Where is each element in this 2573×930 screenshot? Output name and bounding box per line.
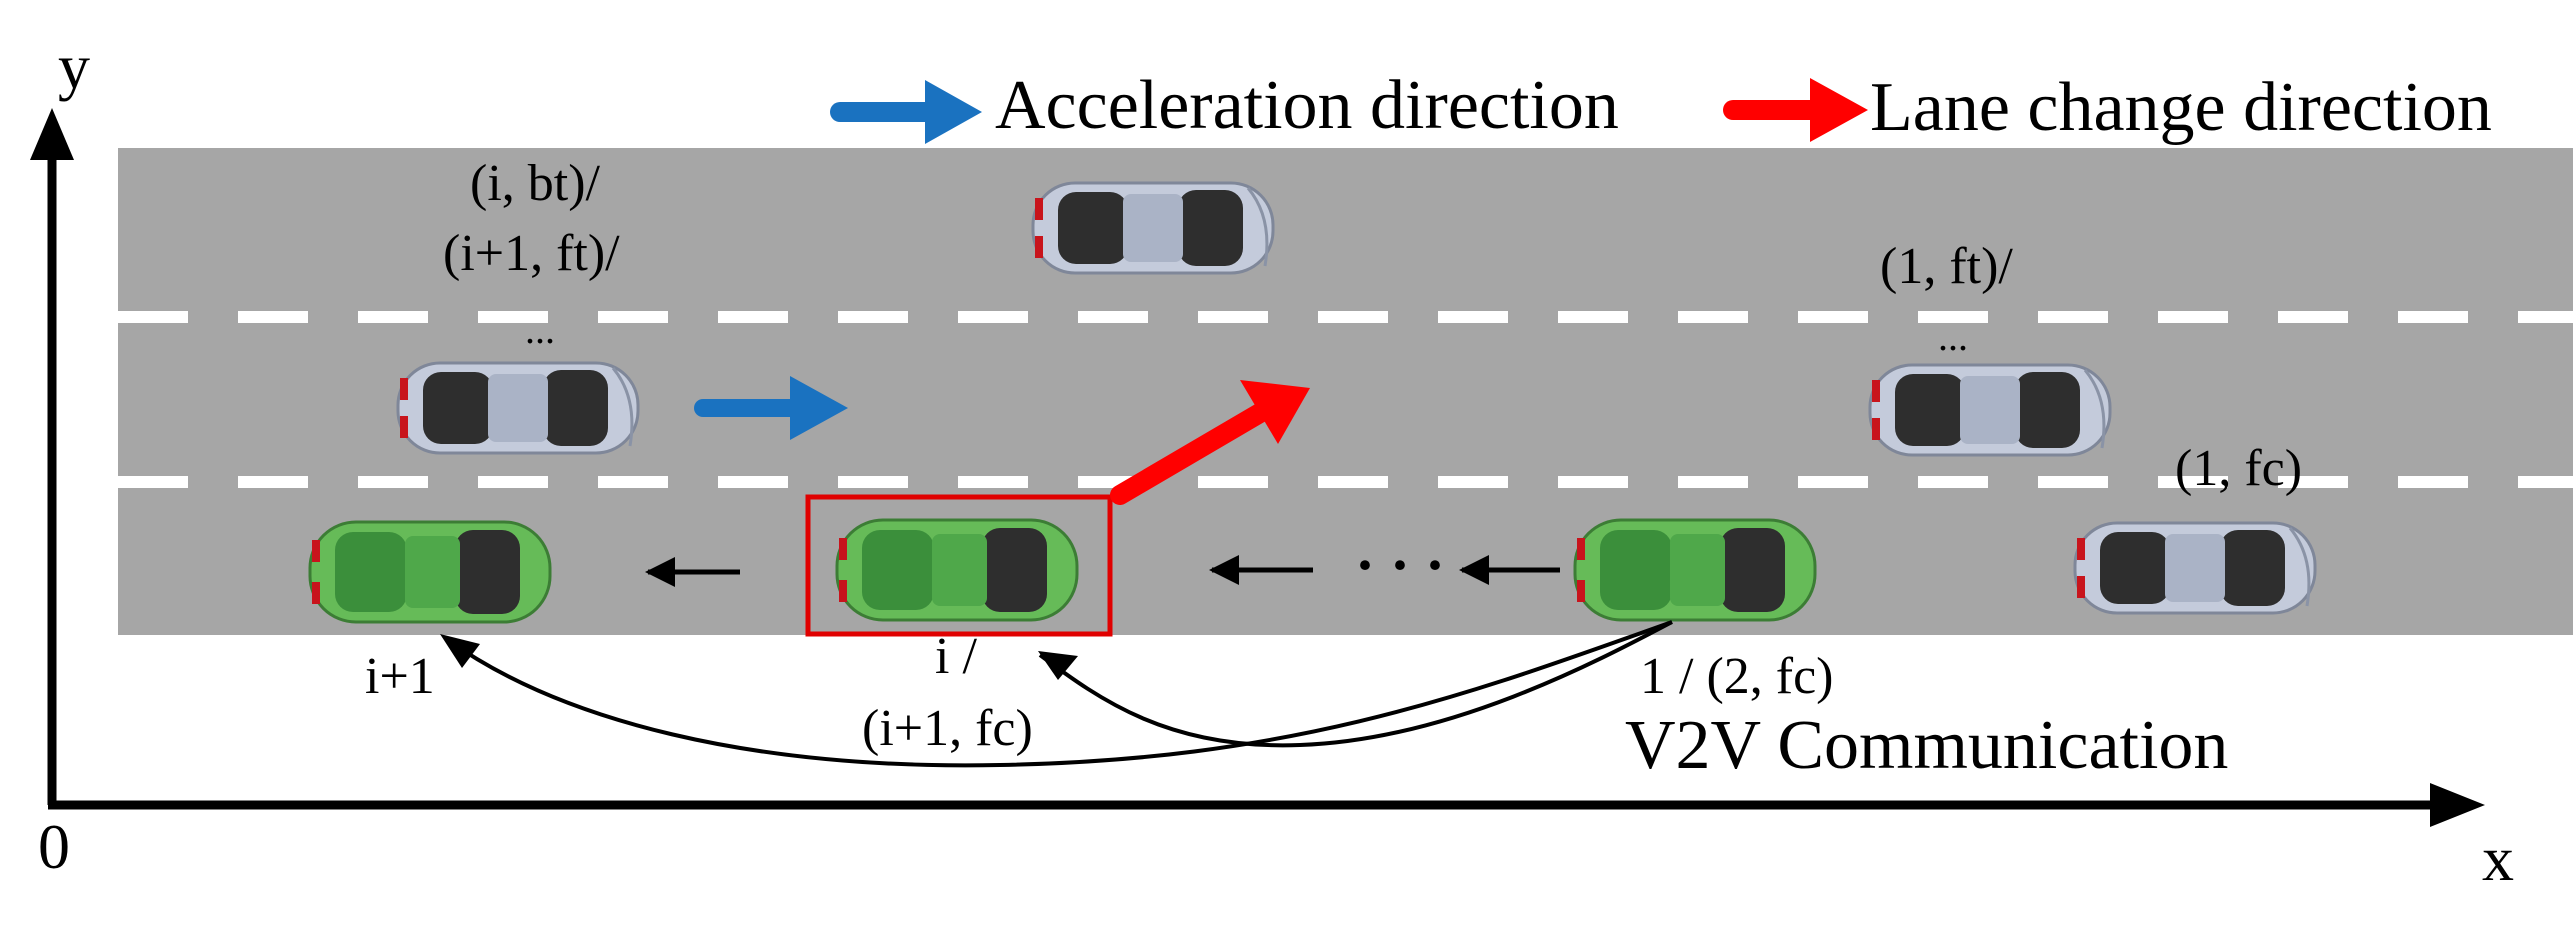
platoon-vehicle-leader <box>1573 518 1817 622</box>
ego-highlight-box <box>805 494 1113 637</box>
blue-arrow-icon <box>830 80 982 144</box>
label-front-top-dots: ... <box>1938 314 1968 359</box>
label-leader: 1 / (2, fc) <box>1640 648 1833 705</box>
label-follower: i+1 <box>365 648 435 705</box>
label-rear-top-1: (i, bt)/ <box>470 155 601 212</box>
coordinate-axes: y x 0 <box>30 31 2514 894</box>
v2v-arrowhead-follower <box>440 634 480 668</box>
acceleration-arrow <box>694 376 848 440</box>
y-axis-label: y <box>58 31 90 102</box>
label-ego-1: i / <box>935 628 977 685</box>
label-rear-top-2: (i+1, ft)/ <box>443 225 620 282</box>
label-front-current: (1, fc) <box>2175 440 2302 497</box>
x-axis-arrowhead <box>2430 783 2485 827</box>
vehicle-labels: (i, bt)/ (i+1, ft)/ ... (1, ft)/ ... (1,… <box>365 155 2302 757</box>
vehicle-top-lane <box>1031 181 1275 275</box>
platoon-ellipsis: · · · <box>1355 532 1445 598</box>
vehicle-front-current-lane <box>2073 521 2317 615</box>
v2v-communication-label: V2V Communication <box>1625 707 2228 784</box>
vehicle-rear-middle-lane <box>396 361 640 455</box>
following-arrows: · · · <box>645 532 1560 598</box>
v2v-link-to-ego <box>1038 620 1673 748</box>
lane-change-arrow <box>1110 380 1310 505</box>
label-rear-top-dots: ... <box>525 307 555 352</box>
vehicle-front-middle-lane <box>1868 363 2112 457</box>
platoon-vehicle-ego <box>835 518 1079 622</box>
v2v-links <box>440 620 1673 768</box>
origin-label: 0 <box>38 811 70 882</box>
platoon-vehicle-follower <box>308 520 552 624</box>
x-axis-label: x <box>2482 823 2514 894</box>
legend-acceleration-label: Acceleration direction <box>995 67 1619 144</box>
label-front-top-1: (1, ft)/ <box>1880 238 2013 295</box>
y-axis-arrowhead <box>30 108 74 160</box>
legend-lane-change-label: Lane change direction <box>1870 69 2492 146</box>
legend: Acceleration direction Lane change direc… <box>830 67 2492 146</box>
v2v-arrowhead-ego <box>1038 651 1078 680</box>
red-arrow-icon <box>1723 78 1868 142</box>
label-ego-2: (i+1, fc) <box>862 700 1033 757</box>
v2v-link-to-follower <box>446 620 1673 768</box>
